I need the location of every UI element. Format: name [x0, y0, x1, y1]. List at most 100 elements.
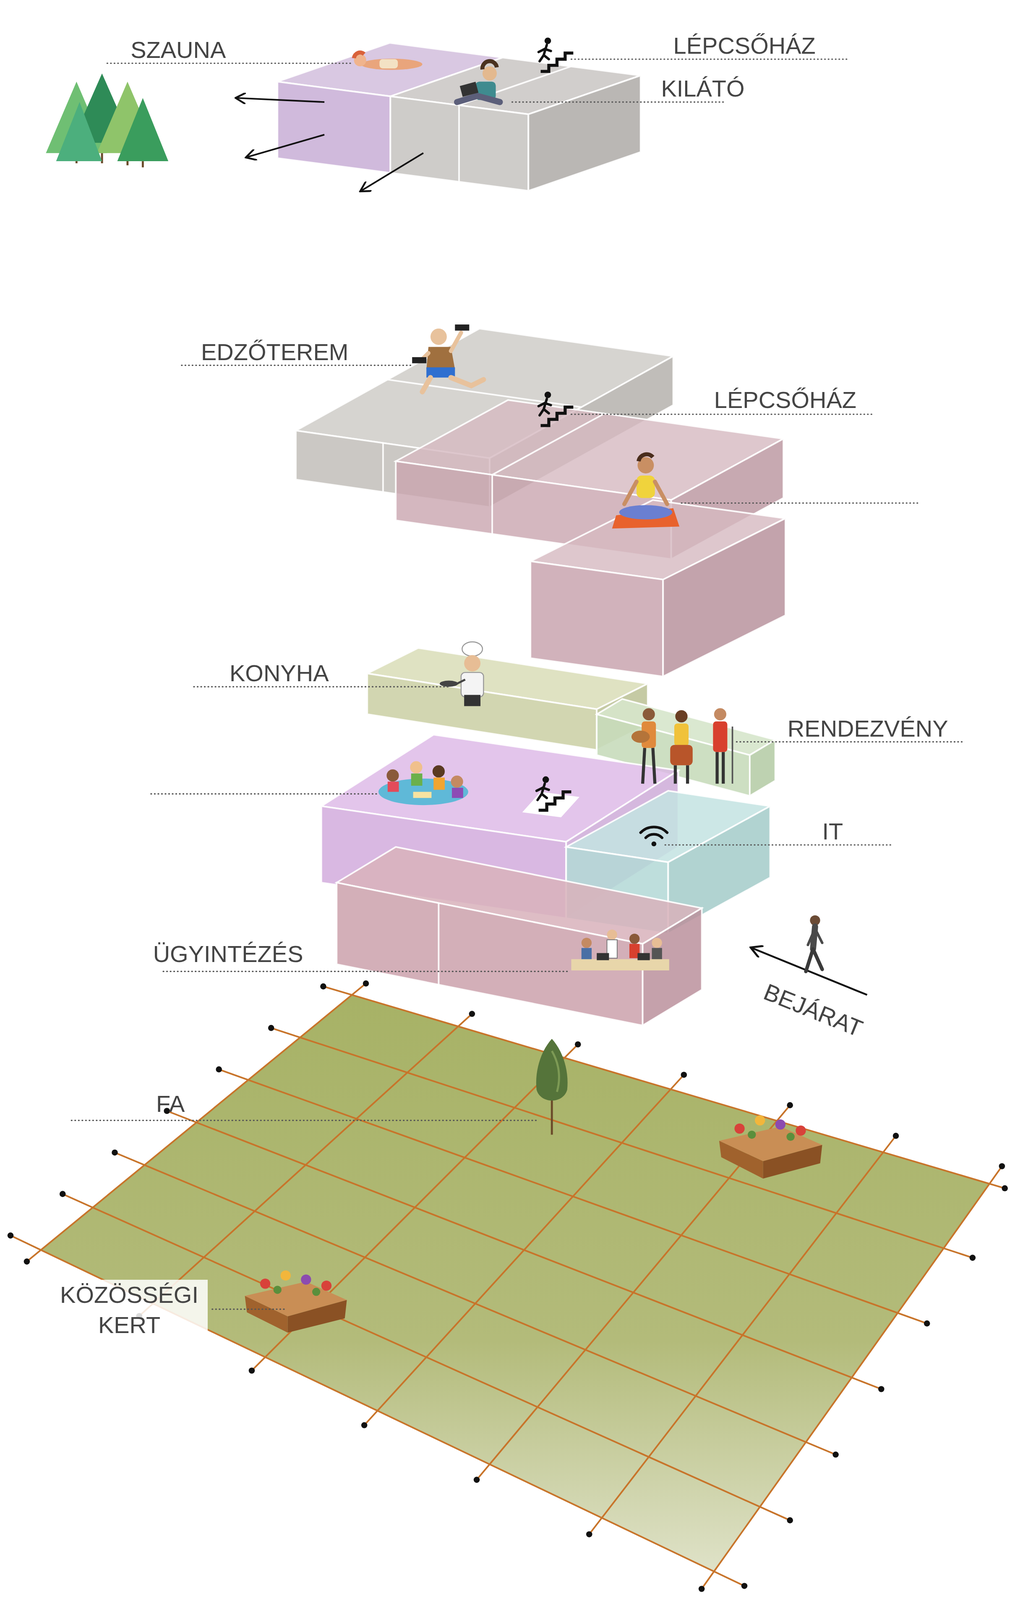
- staircase-icon: [536, 776, 572, 811]
- office-figure-part: [596, 952, 609, 961]
- chef-person-part: [464, 694, 481, 707]
- second-level-block-part: [491, 474, 494, 534]
- gym-person-part: [422, 377, 484, 392]
- children-figure: [378, 761, 469, 806]
- children-figure-part: [413, 791, 432, 799]
- yoga-person-part: [619, 504, 673, 520]
- grid-end-dot-part: [215, 1066, 222, 1073]
- sauna-person: [354, 52, 423, 70]
- room-label: KILÁTÓ: [660, 75, 745, 102]
- musicians-figure-part: [670, 744, 693, 766]
- yoga-person-part: [624, 481, 668, 504]
- room-label: KONYHA: [229, 659, 329, 687]
- grid-end-dot-part: [969, 1254, 976, 1261]
- site-grid-part: [589, 1135, 896, 1534]
- musicians-figure-part: [652, 747, 655, 784]
- children-figure-part: [451, 787, 464, 798]
- musicians-figure-part: [631, 730, 650, 743]
- staircase-icon: [538, 391, 574, 426]
- gym-person-part: [420, 332, 462, 362]
- wifi-icon-part: [651, 841, 657, 847]
- wifi-icon-part: [640, 826, 668, 833]
- room-label: ÜGYINTÉZÉS: [153, 940, 304, 968]
- site-label: KÖZÖSSÉGI KERT: [51, 1279, 208, 1341]
- planter-box-part: [273, 1285, 282, 1294]
- yoga-person-part: [638, 454, 653, 462]
- reading-person-part: [456, 96, 500, 103]
- office-figure-part: [629, 933, 640, 944]
- second-level-block-part: [382, 442, 384, 492]
- grid-end-dot-part: [1001, 1184, 1008, 1192]
- children-figure-part: [409, 761, 423, 774]
- musicians-figure-part: [721, 751, 725, 784]
- forest-figure-part: [56, 101, 102, 162]
- chef-person: [439, 641, 484, 706]
- second-level-block-part: [387, 379, 582, 408]
- forest-figure: [45, 73, 169, 168]
- children-figure-part: [411, 773, 423, 786]
- leader-line-part: [71, 1119, 539, 1121]
- planter-box-part: [719, 1140, 764, 1179]
- walking-person: [806, 915, 823, 972]
- roof-level-block: [277, 42, 641, 191]
- musicians-figure-part: [715, 751, 719, 784]
- chef-person-part: [456, 679, 465, 684]
- site-grid-part: [323, 986, 1005, 1188]
- children-figure-part: [386, 769, 399, 782]
- wifi-icon-part: [645, 834, 663, 838]
- office-figure-part: [581, 937, 592, 948]
- musicians-figure: [631, 707, 733, 784]
- musicians-figure-part: [714, 707, 727, 721]
- grid-end-dot-part: [999, 1162, 1006, 1169]
- site-grid-part: [476, 1104, 791, 1480]
- leader-line-part: [212, 1308, 286, 1310]
- leader-line-part: [665, 843, 893, 846]
- planter-box-part: [763, 1144, 823, 1179]
- grid-end-dot-part: [586, 1530, 593, 1537]
- room-label: EDZŐTEREM: [200, 338, 349, 366]
- yoga-person: [612, 454, 680, 529]
- tree-figure-part: [551, 1050, 559, 1092]
- planter-box-part: [321, 1280, 332, 1291]
- wifi-icon: [640, 826, 668, 846]
- leader-line-part: [163, 970, 570, 972]
- planter-box-part: [312, 1287, 321, 1296]
- planter-box-part: [260, 1278, 271, 1289]
- sauna-person-part: [354, 52, 365, 58]
- planter-box: [244, 1270, 347, 1333]
- site-label: FA: [156, 1090, 185, 1117]
- leader-line-part: [681, 502, 919, 504]
- direction-arrow-part: [361, 153, 424, 191]
- second-level-block-part: [662, 518, 786, 677]
- chef-person-part: [439, 680, 459, 687]
- planter-box-part: [734, 1123, 745, 1134]
- chef-person-part: [464, 654, 481, 672]
- musicians-figure-part: [675, 709, 688, 723]
- grid-end-dot-part: [681, 1071, 688, 1078]
- walking-person-part: [807, 930, 822, 945]
- grid-end-dot-part: [832, 1450, 839, 1458]
- tree-figure-part: [536, 1038, 568, 1101]
- second-level-block: [295, 328, 786, 677]
- first-level-block-part: [336, 882, 643, 1026]
- forest-figure-part: [141, 161, 144, 168]
- leader-line: [71, 59, 964, 1309]
- planter-box-part: [747, 1130, 756, 1139]
- leader-line-part: [571, 413, 872, 415]
- children-figure-part: [451, 775, 464, 788]
- tree-figure: [536, 1038, 568, 1135]
- roof-level-block-part: [277, 81, 391, 173]
- reading-person: [456, 61, 500, 102]
- first-level-block-part: [749, 739, 776, 796]
- grid-end-dot-part: [786, 1101, 794, 1109]
- site-grid-part: [26, 983, 366, 1261]
- reading-person-part: [482, 66, 497, 81]
- musicians-figure-part: [673, 764, 677, 784]
- leader-line-part: [151, 793, 380, 795]
- roof-level-block-part: [528, 75, 641, 191]
- grid-end-dot-part: [268, 1024, 275, 1031]
- grid-end-dot-part: [786, 1516, 794, 1524]
- planter-box-part: [287, 1299, 348, 1333]
- grid-end-dot-part: [7, 1231, 14, 1239]
- musicians-figure-part: [642, 747, 645, 784]
